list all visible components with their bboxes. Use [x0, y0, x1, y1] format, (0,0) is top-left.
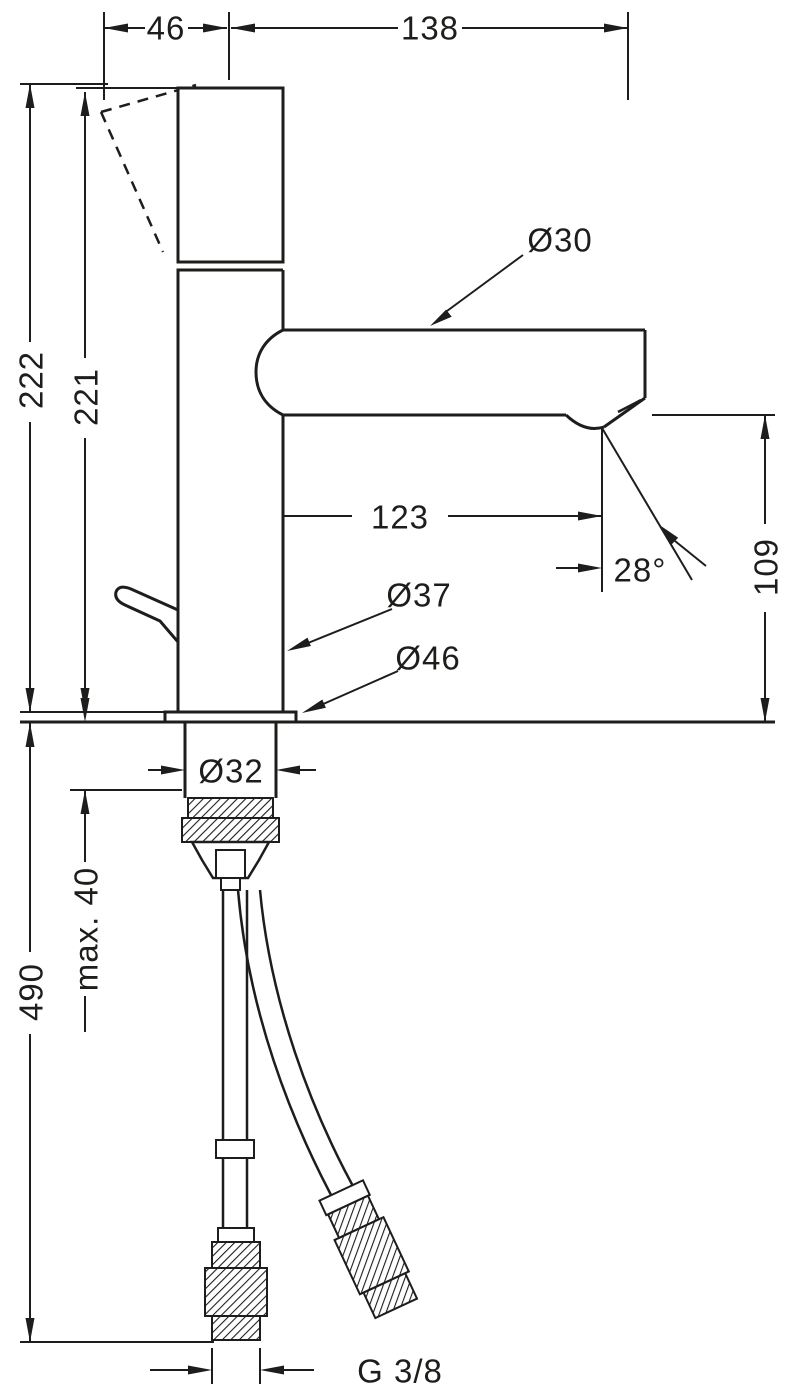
arrowhead-icon	[25, 1318, 35, 1342]
fastening-nut-block	[181, 817, 280, 843]
arrowhead-icon	[104, 23, 128, 33]
spout-joint-cap	[254, 328, 284, 417]
leader-dia-30: Ø30	[430, 222, 592, 326]
thread-g38-label: G 3/8	[357, 1353, 443, 1390]
base-flange	[163, 710, 298, 724]
max-40-label: max. 40	[68, 867, 105, 991]
dim-109: 109	[652, 414, 785, 722]
dim-123-label: 123	[371, 499, 429, 536]
dia-37-label: Ø37	[386, 577, 451, 614]
faucet-handle	[176, 86, 285, 264]
arrowhead-icon	[658, 524, 679, 545]
fastening-washer	[187, 797, 274, 819]
arrowhead-icon	[578, 563, 602, 573]
arrowhead-icon	[188, 1365, 212, 1375]
dim-221-label: 221	[68, 368, 105, 426]
dim-221: 221	[68, 87, 180, 712]
dim-46: 46	[103, 10, 230, 100]
dim-angle-28: 28°	[556, 427, 707, 592]
supply-hose-right	[236, 889, 419, 1320]
arrowhead-icon	[760, 415, 770, 439]
dim-222-label: 222	[13, 351, 50, 409]
hose-port	[220, 877, 241, 891]
dim-222: 222	[13, 83, 165, 713]
dim-138-label: 138	[401, 10, 459, 47]
faucet-spout	[254, 328, 647, 430]
faucet-body	[176, 268, 285, 712]
arrowhead-icon	[80, 790, 90, 814]
arrowhead-icon	[604, 23, 628, 33]
dia-30-label: Ø30	[527, 222, 592, 259]
arrowhead-icon	[80, 698, 90, 722]
faucet-body-fill	[178, 270, 283, 712]
dim-138: 138	[231, 10, 629, 100]
dim-109-label: 109	[748, 538, 785, 596]
arrowhead-icon	[161, 765, 185, 775]
arrowhead-icon	[287, 637, 311, 651]
dim-123: 123	[231, 498, 602, 536]
leader-dia-37: Ø37	[287, 577, 451, 651]
hose-port-block	[215, 849, 246, 879]
dim-max-40: max. 40	[68, 698, 182, 1032]
mounting-hardware	[181, 722, 280, 891]
arrowhead-icon	[203, 23, 227, 33]
dia-32-label: Ø32	[198, 753, 263, 790]
arrowhead-icon	[276, 765, 300, 775]
arrowhead-icon	[430, 309, 452, 326]
arrowhead-icon	[25, 84, 35, 108]
faucet-lever	[114, 585, 180, 647]
supply-hoses	[204, 889, 419, 1341]
hose-left-fitting	[204, 1227, 268, 1341]
hose-right-fitting	[318, 1179, 419, 1320]
leader-dia-46: Ø46	[302, 640, 460, 713]
angle-28-label: 28°	[614, 552, 667, 589]
dim-490: 490	[13, 723, 214, 1343]
spout-aerator-line	[617, 398, 642, 414]
dia-46-label: Ø46	[395, 640, 460, 677]
dim-thread-g38: G 3/8	[150, 1348, 443, 1390]
arrowhead-icon	[25, 688, 35, 712]
arrowhead-icon	[260, 1365, 284, 1375]
arrowhead-icon	[578, 511, 602, 521]
arrowhead-icon	[760, 698, 770, 722]
arrowhead-icon	[25, 723, 35, 747]
dim-490-label: 490	[13, 963, 50, 1021]
faucet-outline	[20, 83, 775, 724]
arrowhead-icon	[302, 699, 326, 713]
arrowhead-icon	[231, 23, 255, 33]
supply-hose-left	[204, 890, 268, 1341]
arrowhead-icon	[80, 92, 90, 116]
hose-sleeve	[215, 1139, 255, 1159]
dim-dia-32: Ø32	[148, 753, 316, 790]
dim-46-label: 46	[147, 10, 186, 47]
